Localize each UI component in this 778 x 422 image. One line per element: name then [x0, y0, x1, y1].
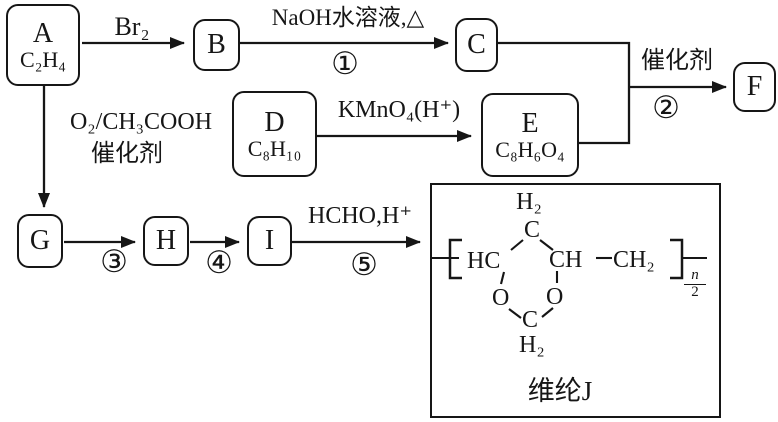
repeat-numerator: n	[691, 267, 699, 283]
node-C: C	[455, 18, 498, 72]
polymer-c-bottom: C	[522, 307, 539, 333]
node-B-letter: B	[207, 29, 226, 61]
polymer-h2-top: H₂	[516, 189, 542, 215]
node-I-letter: I	[264, 225, 275, 257]
node-A: A C₂H₄	[6, 4, 80, 86]
bond-Oright-bottomC	[541, 307, 554, 318]
node-E: E C₈H₆O₄	[481, 93, 579, 177]
polymer-structure-box	[430, 183, 721, 418]
repeat-denominator: 2	[684, 283, 706, 301]
node-D-formula: C₈H₁₀	[247, 136, 302, 162]
label-catalyst-top: 催化剂	[641, 48, 713, 74]
node-E-formula: C₈H₆O₄	[495, 137, 565, 163]
node-H: H	[143, 216, 189, 266]
polymer-ch2-chain: CH₂	[613, 247, 655, 273]
label-step-4: ④	[205, 245, 233, 281]
polymer-left-bracket	[448, 238, 462, 280]
node-F-letter: F	[746, 71, 763, 103]
label-step-2: ②	[652, 90, 680, 126]
bond-Oleft-bottomC	[508, 308, 522, 319]
node-C-letter: C	[467, 29, 486, 61]
label-step-3: ③	[100, 244, 128, 280]
label-kmno4: KMnO₄(H⁺)	[337, 97, 461, 123]
polymer-o-right: O	[546, 284, 564, 310]
polymer-o-left: O	[492, 285, 510, 311]
node-I: I	[247, 216, 292, 266]
bond-topC-HC	[510, 239, 524, 251]
node-A-formula: C₂H₄	[20, 47, 66, 73]
label-catalyst-left: 催化剂	[91, 141, 163, 167]
polymer-right-bracket	[670, 238, 684, 280]
label-step-5: ⑤	[350, 247, 378, 283]
node-H-letter: H	[155, 225, 177, 257]
node-A-letter: A	[32, 17, 54, 49]
polymer-ch-right: CH	[549, 247, 583, 273]
node-G-letter: G	[29, 225, 51, 257]
bond-HC-Oleft	[499, 271, 506, 285]
label-naoh-solution: NaOH水溶液,△	[271, 5, 425, 30]
node-D-letter: D	[264, 106, 285, 138]
label-o2-ch3cooh: O₂/CH₃COOH	[69, 109, 213, 135]
label-hcho: HCHO,H⁺	[307, 203, 412, 229]
polymer-caption: 维纶J	[527, 376, 593, 406]
polymer-c-top: C	[523, 217, 540, 243]
node-G: G	[17, 214, 63, 268]
node-B: B	[193, 19, 240, 71]
junction-c-e	[498, 41, 631, 145]
label-br2: Br₂	[114, 12, 150, 41]
polymer-h2-bottom: H₂	[519, 332, 545, 358]
node-F: F	[733, 62, 776, 112]
node-D: D C₈H₁₀	[232, 91, 317, 177]
bond-topC-CH	[539, 239, 554, 251]
polymer-repeat-count: n 2	[684, 267, 706, 301]
polymer-hc-left: HC	[467, 248, 501, 274]
label-step-1: ①	[331, 46, 359, 82]
node-E-letter: E	[521, 107, 539, 139]
